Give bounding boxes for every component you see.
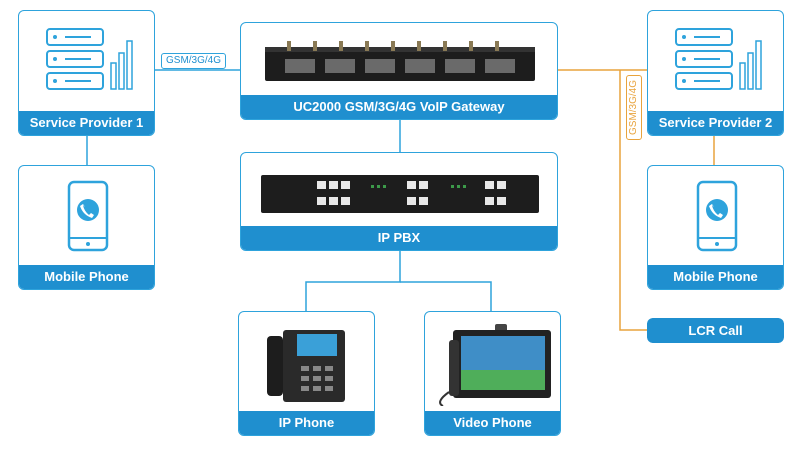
mobile-phone-right-label: Mobile Phone <box>648 265 783 289</box>
server-icon <box>46 28 133 90</box>
mobile-phone-right-card: Mobile Phone <box>647 165 784 290</box>
ip-pbx-card: IP PBX <box>240 152 558 251</box>
link-pbx-videophone <box>400 281 492 311</box>
lcr-call-card: LCR Call <box>647 318 784 343</box>
ip-phone-card: IP Phone <box>238 311 375 436</box>
ip-phone-label: IP Phone <box>239 411 374 435</box>
signal-bars-icon <box>110 40 133 90</box>
ip-pbx-label: IP PBX <box>241 226 557 250</box>
gateway-device-icon <box>265 41 535 81</box>
mobile-phone-left-card: Mobile Phone <box>18 165 155 290</box>
pbx-device-icon <box>261 175 539 213</box>
link-label-right: GSM/3G/4G <box>626 74 642 140</box>
link-pbx-ipphone <box>305 251 401 311</box>
video-phone-label: Video Phone <box>425 411 560 435</box>
link-lcr <box>619 70 647 331</box>
video-phone-card: Video Phone <box>424 311 561 436</box>
lcr-call-label: LCR Call <box>647 318 784 343</box>
server-icon <box>675 28 762 90</box>
video-phone-icon <box>439 324 551 406</box>
service-provider-1-card: Service Provider 1 <box>18 10 155 136</box>
link-label-left: GSM/3G/4G <box>161 53 227 69</box>
service-provider-1-label: Service Provider 1 <box>19 111 154 135</box>
mobile-phone-icon <box>67 180 109 252</box>
service-provider-2-card: Service Provider 2 <box>647 10 784 136</box>
mobile-phone-left-label: Mobile Phone <box>19 265 154 289</box>
gateway-label: UC2000 GSM/3G/4G VoIP Gateway <box>241 95 557 119</box>
service-provider-2-label: Service Provider 2 <box>648 111 783 135</box>
desk-phone-icon <box>267 330 345 402</box>
gateway-card: UC2000 GSM/3G/4G VoIP Gateway <box>240 22 558 120</box>
mobile-phone-icon <box>696 180 738 252</box>
signal-bars-icon <box>739 40 762 90</box>
